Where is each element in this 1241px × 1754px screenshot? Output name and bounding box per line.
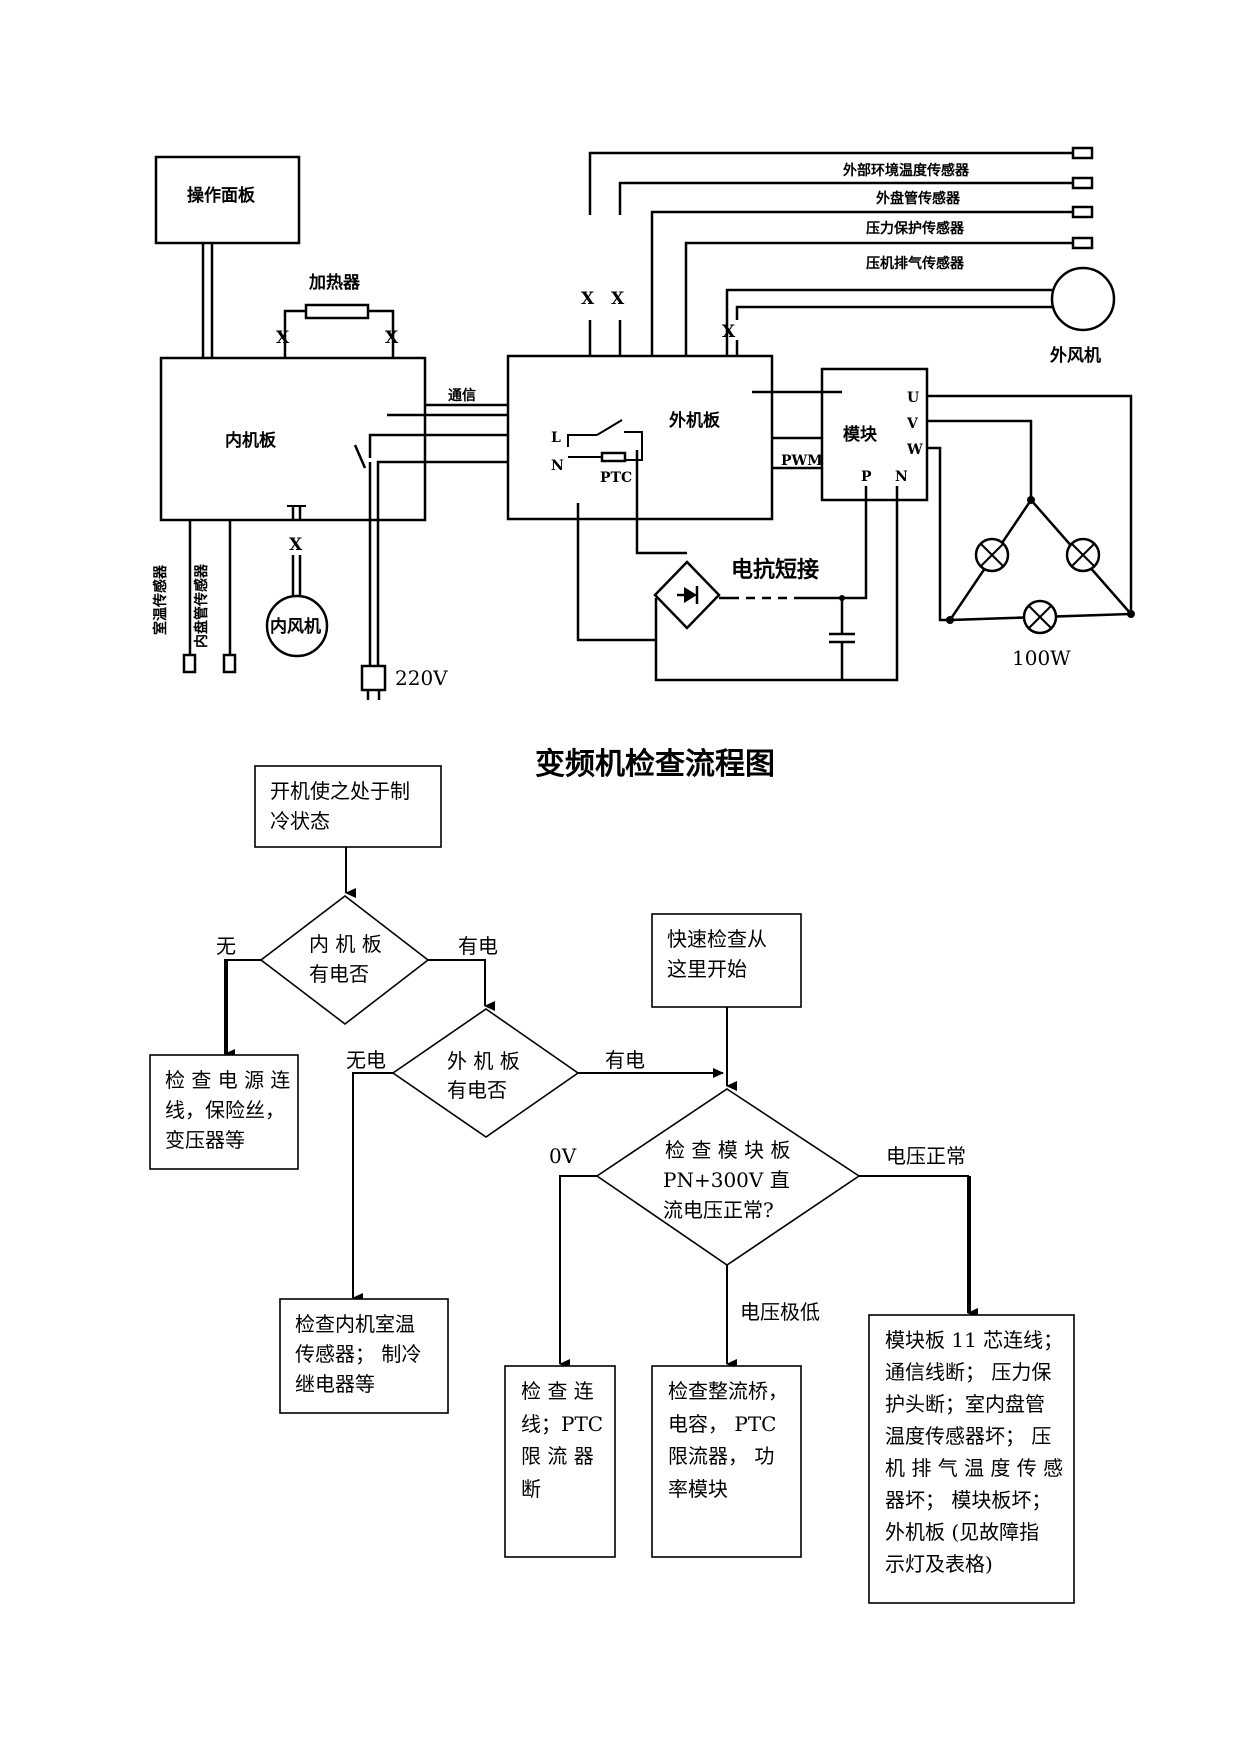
decision2-line2: 有电否	[447, 1078, 507, 1102]
cross-mark: X	[385, 328, 399, 348]
indoor-coil-sensor-label: 内盘管传感器	[193, 563, 210, 648]
edge-has-power-label: 有电	[458, 934, 498, 958]
quick-start-line2: 这里开始	[667, 957, 747, 981]
edge-no-power-label: 无电	[346, 1048, 386, 1072]
sensor-plug-icon	[1071, 205, 1094, 219]
flowchart-title: 变频机检查流程图	[535, 747, 775, 782]
cross-mark: X	[289, 535, 303, 555]
decision3-line2: PN+300V 直	[663, 1168, 790, 1192]
result-module-line2: 通信线断； 压力保	[885, 1360, 1051, 1384]
indoor-fan-icon	[265, 594, 329, 658]
edge-has-power2-label: 有电	[605, 1048, 645, 1072]
decision3-line1: 检 查 模 块 板	[665, 1138, 790, 1162]
control-panel-label: 操作面板	[187, 185, 256, 206]
result-wiring-line3: 限 流 器	[521, 1444, 594, 1468]
result-module-line5: 机 排 气 温 度 传 感	[885, 1456, 1063, 1480]
result-power-line2: 线，保险丝，	[165, 1098, 285, 1122]
start-box	[254, 765, 442, 848]
pwm-label: PWM	[781, 453, 823, 469]
sensor-plug-icon	[182, 653, 197, 674]
result-power-line1: 检 查 电 源 连	[165, 1068, 290, 1092]
result-module-line8: 示灯及表格)	[885, 1552, 993, 1576]
ptc-element	[600, 451, 627, 463]
V-label: V	[906, 416, 919, 432]
sensor-plug-icon	[222, 653, 237, 674]
room-temp-sensor-label: 室温传感器	[152, 564, 169, 635]
edge-0v-label: 0V	[549, 1144, 577, 1168]
start-line1: 开机使之处于制	[270, 779, 410, 803]
result-wiring-line2: 线；PTC	[521, 1412, 603, 1436]
quick-start-box	[651, 913, 802, 1008]
result-bridge-line2: 电容， PTC	[668, 1412, 776, 1436]
N-module-label: N	[895, 469, 908, 485]
sensor-discharge-label: 压机排气传感器	[866, 255, 965, 272]
indoor-board-label: 内机板	[225, 430, 277, 451]
result-bridge-line4: 率模块	[668, 1477, 728, 1501]
control-panel-box	[154, 155, 301, 245]
outdoor-board-box	[506, 354, 774, 521]
sensor-outdoor-coil-label: 外盘管传感器	[876, 190, 961, 207]
sensor-plug-icon	[1071, 146, 1094, 160]
ptc-label: PTC	[600, 470, 632, 486]
indoor-board-box	[159, 356, 427, 522]
result-wiring-line4: 断	[521, 1477, 541, 1501]
comm-label: 通信	[448, 387, 476, 404]
decision-indoor-power	[259, 894, 430, 1026]
decision1-line1: 内 机 板	[309, 932, 382, 956]
sensor-outdoor-temp-label: 外部环境温度传感器	[843, 162, 970, 179]
reactor-short-label: 电抗短接	[731, 557, 819, 583]
heater-element	[304, 303, 370, 320]
cross-mark: X	[722, 322, 736, 342]
result-indoor-line3: 继电器等	[295, 1372, 375, 1396]
flowchart: 变频机检查流程图 开机使之处于制 冷状态 内 机 板 有电否 无 有电 检 查 …	[149, 747, 1075, 1604]
result-power-line3: 变压器等	[165, 1128, 245, 1152]
module-label: 模块	[843, 424, 878, 445]
outdoor-fan-icon	[1050, 266, 1116, 332]
cross-mark: X	[276, 328, 290, 348]
W-label: W	[906, 442, 923, 458]
sensor-plug-icon	[1071, 236, 1094, 250]
outdoor-board-label: 外机板	[669, 410, 721, 431]
result-module-line4: 温度传感器坏； 压	[885, 1424, 1051, 1448]
result-power-box	[149, 1054, 299, 1170]
result-bridge-line3: 限流器， 功	[668, 1444, 774, 1468]
cross-mark: X	[611, 289, 625, 309]
quick-start-line1: 快速检查从	[667, 927, 767, 951]
edge-voltage-low-label: 电压极低	[740, 1300, 820, 1324]
lamp-power-label: 100W	[1012, 646, 1071, 670]
decision-outdoor-power	[391, 1008, 580, 1138]
P-label: P	[861, 469, 872, 485]
result-module-box	[868, 1314, 1075, 1604]
indoor-fan-label: 内风机	[270, 616, 321, 637]
result-indoor-line1: 检查内机室温	[295, 1312, 415, 1336]
start-line2: 冷状态	[270, 809, 330, 833]
result-wiring-line1: 检 查 连	[521, 1379, 594, 1403]
result-module-line3: 护头断；室内盘管	[885, 1392, 1045, 1416]
outdoor-fan-label: 外风机	[1050, 345, 1101, 366]
voltage-label: 220V	[395, 666, 448, 690]
circuit-diagram: 操作面板 加热器 X X 内机板 通信 220V 室温传感器 内盘管传感器	[152, 146, 1135, 700]
result-wiring-box	[504, 1365, 616, 1558]
edge-voltage-normal-label: 电压正常	[886, 1144, 966, 1168]
decision1-line2: 有电否	[309, 962, 369, 986]
sensor-pressure-label: 压力保护传感器	[866, 220, 965, 237]
L-label: L	[551, 430, 561, 446]
decision2-line1: 外 机 板	[447, 1049, 520, 1073]
result-module-line1: 模块板 11 芯连线；	[885, 1328, 1063, 1352]
sensor-plug-icon	[1071, 176, 1094, 190]
cross-mark: X	[581, 289, 595, 309]
edge-no-label: 无	[216, 934, 236, 958]
result-bridge-box	[651, 1365, 802, 1558]
result-bridge-line1: 检查整流桥，	[668, 1379, 788, 1403]
result-module-line6: 器坏； 模块板坏；	[885, 1488, 1051, 1512]
U-label: U	[907, 390, 919, 406]
plug-icon	[360, 664, 387, 692]
result-indoor-box	[279, 1298, 449, 1414]
N-label: N	[551, 458, 564, 474]
result-indoor-line2: 传感器； 制冷	[295, 1342, 421, 1366]
heater-label: 加热器	[308, 272, 361, 293]
result-module-line7: 外机板 (见故障指	[885, 1520, 1039, 1544]
decision3-line3: 流电压正常?	[663, 1198, 774, 1222]
